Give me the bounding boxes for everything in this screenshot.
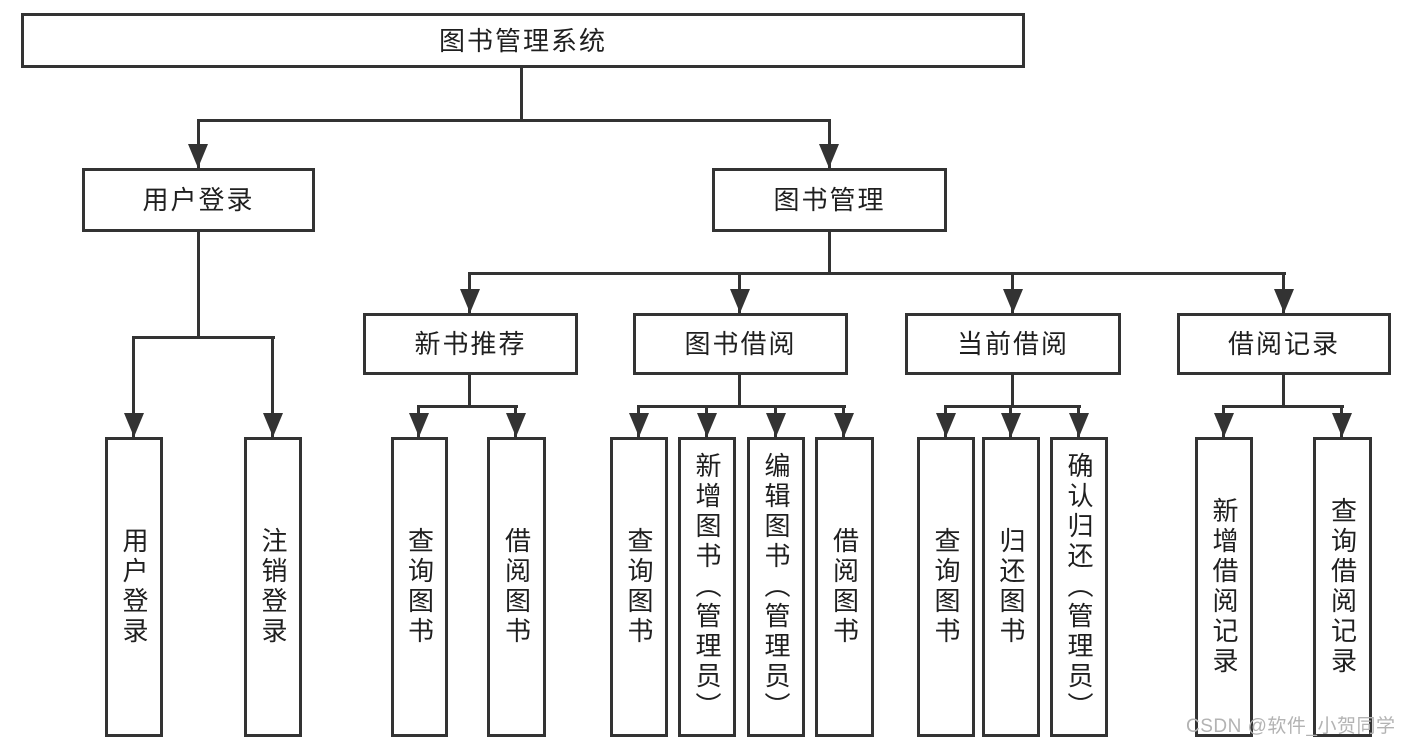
node-label: 查询借阅记录 (1327, 497, 1358, 677)
node-label: 新书推荐 (414, 329, 527, 359)
node-user-login: 用户登录 (82, 168, 315, 232)
connector-records-stub (1282, 375, 1285, 408)
leaf-logout: 注销登录 (244, 437, 302, 737)
connector-user-login-rail (132, 336, 275, 339)
leaf-borrow-books: 借阅图书 (815, 437, 874, 737)
node-label: 图书管理系统 (438, 25, 607, 56)
arrow-down-icon (936, 413, 956, 437)
connector-book-management-rail (468, 272, 1286, 275)
node-label: 用户登录 (142, 185, 255, 215)
connector-book-management-drop (828, 119, 831, 168)
leaf-confirm-return-admin: 确认归还（管理员） (1050, 437, 1108, 737)
arrow-down-icon (263, 413, 283, 437)
arrow-down-icon (1332, 413, 1352, 437)
connector-book-borrow-stub (738, 375, 741, 408)
node-label: 归还图书 (996, 527, 1026, 647)
node-label: 新增借阅记录 (1209, 497, 1239, 677)
connector-leaf-drop (132, 336, 135, 437)
node-label: 编辑图书（管理员） (761, 452, 791, 722)
leaf-query-books: 查询图书 (391, 437, 448, 737)
connector-leaf-drop (271, 336, 274, 437)
node-label: 查询图书 (624, 527, 654, 647)
node-new-book-recommend: 新书推荐 (363, 313, 578, 375)
arrow-down-icon (409, 413, 429, 437)
node-current-borrowing: 当前借阅 (905, 313, 1121, 375)
arrow-down-icon (188, 144, 208, 168)
leaf-query-books: 查询图书 (917, 437, 975, 737)
node-book-borrowing: 图书借阅 (633, 313, 848, 375)
arrow-down-icon (124, 413, 144, 437)
node-label: 图书借阅 (684, 329, 797, 359)
arrow-down-icon (819, 144, 839, 168)
node-label: 当前借阅 (956, 329, 1069, 359)
node-label: 查询图书 (404, 527, 435, 647)
leaf-borrow-books: 借阅图书 (487, 437, 546, 737)
connector-book-borrow-rail (637, 405, 846, 408)
arrow-down-icon (506, 413, 526, 437)
node-label: 查询图书 (931, 527, 961, 647)
arrow-down-icon (834, 413, 854, 437)
connector-book-management-stub (828, 232, 831, 275)
arrow-down-icon (460, 289, 480, 313)
arrow-down-icon (1001, 413, 1021, 437)
node-book-management: 图书管理 (712, 168, 947, 232)
leaf-add-books-admin: 新增图书（管理员） (678, 437, 736, 737)
node-library-system: 图书管理系统 (21, 13, 1025, 68)
connector-new-book-rail (417, 405, 518, 408)
leaf-query-borrow-record: 查询借阅记录 (1313, 437, 1372, 737)
connector-user-login-drop (197, 119, 200, 168)
arrow-down-icon (1069, 413, 1089, 437)
arrow-down-icon (730, 289, 750, 313)
connector-new-book-stub (468, 375, 471, 408)
connector-root-rail (197, 119, 831, 122)
node-label: 用户登录 (119, 527, 149, 647)
connector-current-borrow-rail (944, 405, 1081, 408)
leaf-query-books: 查询图书 (610, 437, 668, 737)
node-borrowing-records: 借阅记录 (1177, 313, 1391, 375)
connector-current-borrow-stub (1011, 375, 1014, 408)
connector-root-stub (520, 68, 523, 122)
connector-records-rail (1222, 405, 1344, 408)
leaf-return-books: 归还图书 (982, 437, 1040, 737)
node-label: 注销登录 (258, 527, 288, 647)
arrow-down-icon (1214, 413, 1234, 437)
node-label: 确认归还（管理员） (1064, 452, 1094, 722)
arrow-down-icon (697, 413, 717, 437)
arrow-down-icon (1274, 289, 1294, 313)
node-label: 借阅图书 (501, 527, 532, 647)
connector-user-login-stub (197, 232, 200, 339)
arrow-down-icon (766, 413, 786, 437)
leaf-edit-books-admin: 编辑图书（管理员） (747, 437, 805, 737)
node-label: 图书管理 (773, 185, 886, 215)
watermark: CSDN @软件_小贺同学 (1186, 716, 1396, 737)
leaf-add-borrow-record: 新增借阅记录 (1195, 437, 1253, 737)
leaf-user-login: 用户登录 (105, 437, 163, 737)
arrow-down-icon (1003, 289, 1023, 313)
arrow-down-icon (629, 413, 649, 437)
node-label: 新增图书（管理员） (692, 452, 722, 722)
node-label: 借阅记录 (1227, 329, 1340, 359)
node-label: 借阅图书 (829, 527, 860, 647)
